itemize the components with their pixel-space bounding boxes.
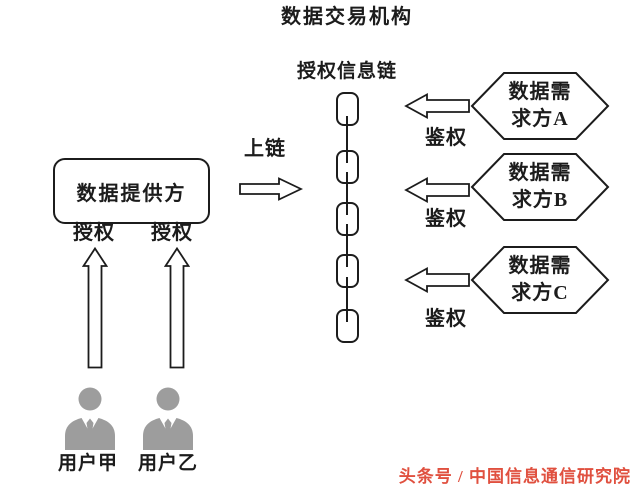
consumer-a-label: 数据需 求方A bbox=[470, 79, 610, 133]
consumer-b-hexagon: 数据需 求方B bbox=[470, 152, 610, 222]
hexagon-shape-icon bbox=[470, 72, 610, 140]
user-2-person-icon bbox=[143, 387, 193, 450]
right-arrow-icon bbox=[239, 177, 303, 201]
auth-label-b: 鉴权 bbox=[425, 208, 467, 230]
diagram-title: 数据交易机构 bbox=[281, 6, 413, 28]
consumer-a-line1: 数据需 bbox=[508, 81, 572, 103]
data-provider-label: 数据提供方 bbox=[76, 182, 187, 205]
grant-label-1: 授权 bbox=[73, 222, 115, 244]
user-2-label: 用户乙 bbox=[137, 453, 198, 474]
hexagon-shape-icon bbox=[470, 246, 610, 314]
left-arrow-icon bbox=[404, 266, 470, 294]
up-arrow-icon bbox=[82, 247, 108, 369]
user-1-label: 用户甲 bbox=[57, 453, 118, 474]
left-arrow-icon bbox=[404, 92, 470, 120]
user-1-person-icon bbox=[65, 387, 115, 450]
grant-label-2: 授权 bbox=[151, 222, 193, 244]
chain-connector-4 bbox=[346, 277, 348, 322]
chain-connector-3 bbox=[346, 224, 348, 267]
consumer-c-line2: 求方C bbox=[511, 282, 569, 304]
chain-label: 授权信息链 bbox=[296, 61, 397, 82]
chain-connector-2 bbox=[346, 172, 348, 215]
consumer-b-line2: 求方B bbox=[511, 189, 569, 211]
auth-label-c: 鉴权 bbox=[425, 308, 467, 330]
uplink-label: 上链 bbox=[244, 138, 286, 160]
auth-label-a: 鉴权 bbox=[425, 127, 467, 149]
watermark-text: 头条号 / 中国信息通信研究院 bbox=[398, 467, 631, 486]
consumer-b-line1: 数据需 bbox=[508, 162, 572, 184]
consumer-b-label: 数据需 求方B bbox=[470, 160, 610, 214]
left-arrow-icon bbox=[404, 176, 470, 204]
consumer-c-hexagon: 数据需 求方C bbox=[470, 245, 610, 315]
data-provider-box: 数据提供方 bbox=[53, 158, 210, 224]
consumer-a-line2: 求方A bbox=[511, 108, 569, 130]
chain-connector-1 bbox=[346, 116, 348, 163]
consumer-c-line1: 数据需 bbox=[508, 255, 572, 277]
consumer-a-hexagon: 数据需 求方A bbox=[470, 71, 610, 141]
up-arrow-icon bbox=[164, 247, 190, 369]
hexagon-shape-icon bbox=[470, 153, 610, 221]
consumer-c-label: 数据需 求方C bbox=[470, 253, 610, 307]
